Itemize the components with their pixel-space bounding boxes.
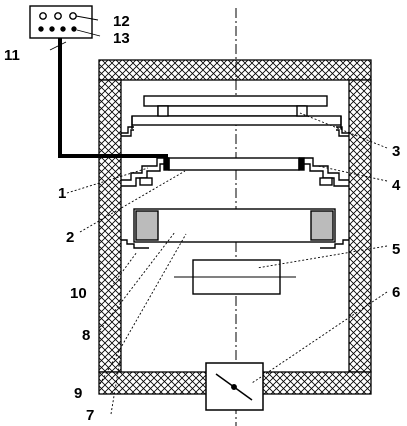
- label-10: 10: [70, 285, 87, 302]
- label-7: 7: [86, 407, 94, 424]
- label-6: 6: [392, 284, 400, 301]
- controller-box: [29, 5, 93, 39]
- label-13: 13: [113, 30, 130, 47]
- left-wall: [98, 79, 122, 373]
- power-cable: [58, 38, 168, 162]
- middle-holder: [121, 157, 349, 187]
- right-wall: [348, 79, 372, 373]
- label-3: 3: [392, 143, 400, 160]
- top-holder-frame: [121, 95, 349, 137]
- top-wall: [98, 59, 372, 81]
- label-8: 8: [82, 327, 90, 344]
- label-5: 5: [392, 241, 400, 258]
- label-2: 2: [66, 229, 74, 246]
- chamber-walls: [98, 59, 372, 395]
- label-12: 12: [113, 13, 130, 30]
- leader-lines: [49, 15, 388, 415]
- bottom-port: [205, 362, 264, 411]
- label-9: 9: [74, 385, 82, 402]
- lower-dish: [121, 208, 349, 249]
- label-11: 11: [4, 47, 20, 64]
- label-1: 1: [58, 185, 66, 202]
- label-4: 4: [392, 177, 401, 194]
- target-block: [174, 259, 296, 295]
